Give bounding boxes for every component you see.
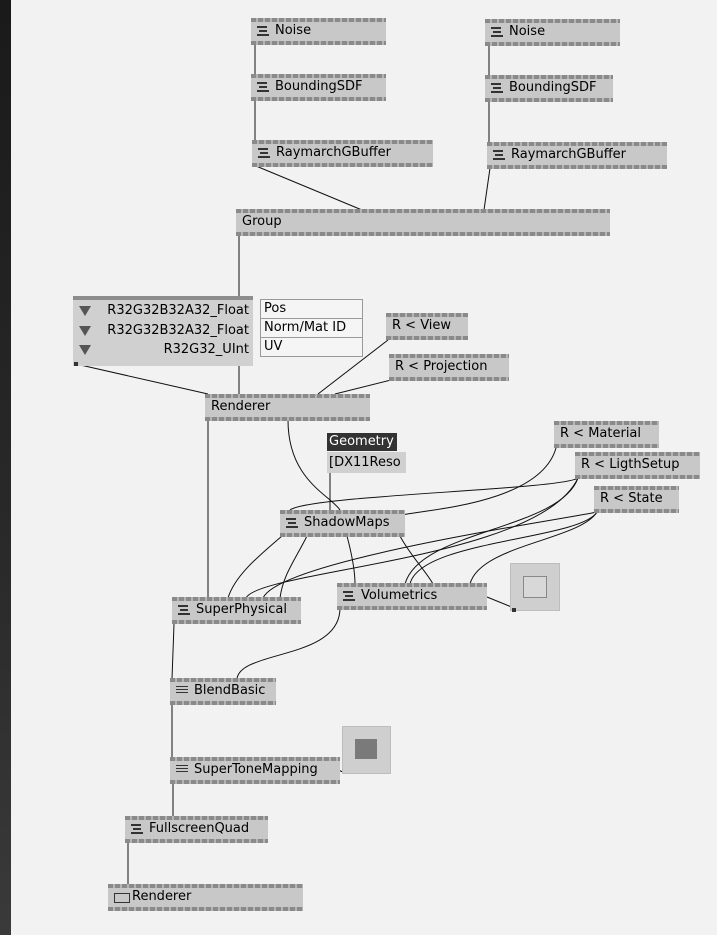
node-label: R < LigthSetup	[581, 457, 680, 472]
state-receiver-node[interactable]: R < State	[594, 486, 679, 513]
format-label: Pos	[261, 300, 362, 319]
node-label: R < View	[392, 318, 452, 333]
output-pin[interactable]	[512, 608, 516, 612]
renderer-node[interactable]: Renderer	[205, 394, 370, 421]
node-label: Renderer	[132, 889, 192, 904]
preview-square-icon	[523, 576, 547, 598]
output-pin[interactable]	[74, 362, 78, 366]
node-label: R < Projection	[395, 359, 488, 374]
node-label: BlendBasic	[194, 683, 266, 698]
color-preview[interactable]	[342, 726, 391, 774]
geometry-tooltip: Geometry	[327, 433, 397, 451]
dropdown-arrow-icon[interactable]	[79, 306, 91, 316]
node-menu-icon	[491, 83, 503, 93]
node-menu-icon	[343, 591, 355, 601]
group-node[interactable]: Group	[236, 209, 610, 236]
node-menu-icon	[131, 824, 143, 834]
format-item[interactable]: R32G32_UInt	[163, 342, 249, 357]
volumetrics-node[interactable]: Volumetrics	[337, 583, 487, 610]
shadow-maps-node[interactable]: ShadowMaps	[280, 510, 405, 537]
blend-basic-node[interactable]: BlendBasic	[170, 678, 276, 705]
node-menu-icon	[257, 82, 269, 92]
window-icon	[114, 893, 130, 903]
light-setup-receiver-node[interactable]: R < LigthSetup	[575, 452, 700, 479]
format-item[interactable]: R32G32B32A32_Float	[107, 303, 249, 318]
node-label: Group	[242, 214, 282, 229]
bounding-sdf-node[interactable]: BoundingSDF	[485, 75, 613, 102]
raymarch-gbuffer-node[interactable]: RaymarchGBuffer	[487, 142, 667, 169]
preview-square-icon	[355, 739, 377, 759]
format-label: Norm/Mat ID	[261, 319, 362, 338]
resource-tooltip: [DX11Reso	[327, 452, 406, 473]
dropdown-arrow-icon[interactable]	[79, 326, 91, 336]
node-label: Renderer	[211, 399, 271, 414]
node-menu-icon	[286, 518, 298, 528]
projection-receiver-node[interactable]: R < Projection	[389, 354, 509, 381]
format-selector-node[interactable]: R32G32B32A32_Float R32G32B32A32_Float R3…	[73, 296, 253, 366]
material-receiver-node[interactable]: R < Material	[554, 421, 659, 448]
dropdown-arrow-icon[interactable]	[79, 345, 91, 355]
format-item[interactable]: R32G32B32A32_Float	[107, 323, 249, 338]
node-label: BoundingSDF	[509, 80, 597, 95]
texture-preview[interactable]	[510, 563, 560, 611]
node-label: RaymarchGBuffer	[276, 145, 392, 160]
renderer-output-node[interactable]: Renderer	[108, 884, 303, 911]
node-label: Noise	[275, 23, 312, 38]
node-label: RaymarchGBuffer	[511, 147, 627, 162]
node-label: Volumetrics	[361, 588, 438, 603]
node-label: SuperToneMapping	[194, 762, 318, 777]
super-physical-node[interactable]: SuperPhysical	[172, 597, 301, 624]
format-labels-table: Pos Norm/Mat ID UV	[260, 299, 363, 357]
window-edge	[0, 0, 11, 935]
node-label: Noise	[509, 24, 546, 39]
node-label: R < Material	[560, 426, 642, 441]
node-menu-icon	[176, 686, 188, 696]
node-label: ShadowMaps	[304, 515, 390, 530]
node-menu-icon	[178, 605, 190, 615]
node-label: SuperPhysical	[196, 602, 287, 617]
format-label: UV	[264, 339, 283, 354]
node-label: R < State	[600, 491, 663, 506]
fullscreen-quad-node[interactable]: FullscreenQuad	[125, 816, 268, 843]
node-menu-icon	[493, 150, 505, 160]
raymarch-gbuffer-node[interactable]: RaymarchGBuffer	[252, 140, 433, 167]
node-menu-icon	[257, 26, 269, 36]
view-receiver-node[interactable]: R < View	[386, 313, 468, 340]
noise-node[interactable]: Noise	[251, 18, 386, 45]
super-tone-mapping-node[interactable]: SuperToneMapping	[170, 757, 340, 784]
bounding-sdf-node[interactable]: BoundingSDF	[251, 74, 386, 101]
noise-node[interactable]: Noise	[485, 19, 620, 46]
node-label: BoundingSDF	[275, 79, 363, 94]
node-label: FullscreenQuad	[149, 821, 250, 836]
node-menu-icon	[491, 27, 503, 37]
node-menu-icon	[176, 765, 188, 775]
node-menu-icon	[258, 148, 270, 158]
